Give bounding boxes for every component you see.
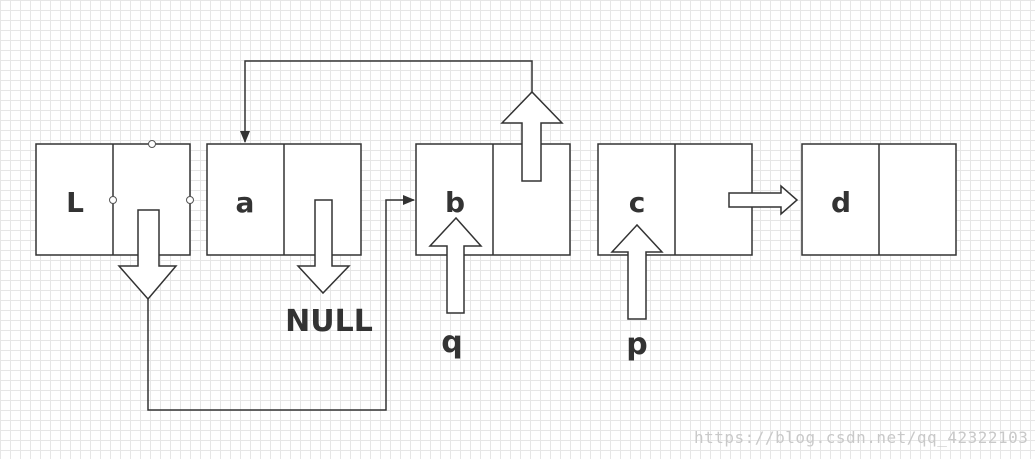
watermark: https://blog.csdn.net/qq_42322103 <box>694 428 1029 447</box>
node-c-label: c <box>629 186 646 219</box>
node-a-label: a <box>236 186 255 219</box>
handle-left[interactable] <box>109 196 117 204</box>
connector-b-to-a <box>240 60 533 143</box>
block-arrow-a-next-icon <box>296 199 351 295</box>
block-arrow-p-pointer-icon <box>610 223 664 320</box>
connector-L-to-b <box>147 195 415 411</box>
q-label: q <box>441 325 462 360</box>
node-d: d <box>801 143 957 256</box>
null-label: NULL <box>285 304 373 339</box>
handle-top[interactable] <box>148 140 156 148</box>
p-label: p <box>626 327 647 362</box>
block-arrow-b-next-up-icon <box>500 90 564 182</box>
block-arrow-L-next-icon <box>117 209 178 301</box>
node-d-label: d <box>831 186 851 219</box>
block-arrow-c-next-right-icon <box>728 184 799 216</box>
node-a: a <box>206 143 362 256</box>
node-b-label: b <box>445 186 465 219</box>
node-L-label: L <box>66 186 84 219</box>
handle-right[interactable] <box>186 196 194 204</box>
node-L: L <box>35 143 191 256</box>
block-arrow-q-pointer-icon <box>428 216 483 314</box>
